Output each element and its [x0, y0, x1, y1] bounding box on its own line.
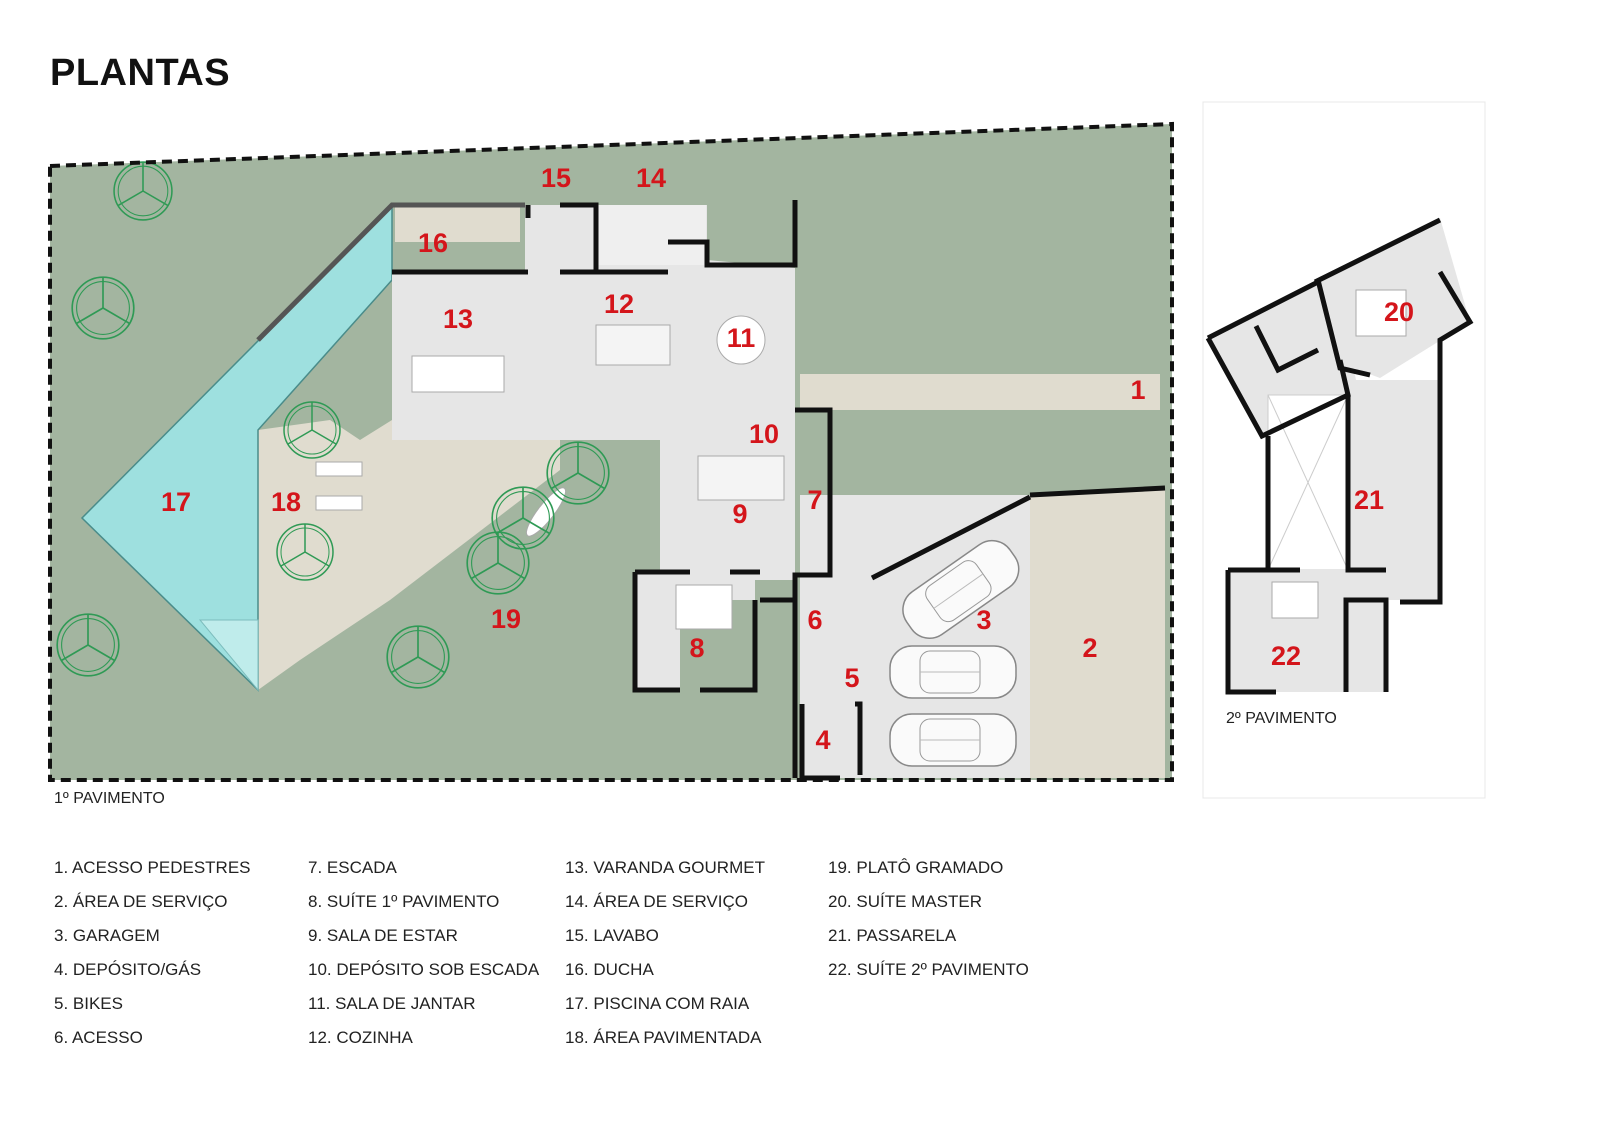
legend-item: 14. ÁREA DE SERVIÇO — [565, 892, 748, 911]
pool-deck — [258, 272, 560, 690]
room-label-18: 18 — [271, 487, 301, 517]
floor2-room-labels: 20 21 22 — [1271, 297, 1414, 671]
pedestrian-path — [800, 374, 1160, 410]
legend-item: 2. ÁREA DE SERVIÇO — [54, 892, 228, 911]
legend-item: 10. DEPÓSITO SOB ESCADA — [308, 960, 540, 979]
legend-item: 9. SALA DE ESTAR — [308, 926, 458, 945]
room-label-21: 21 — [1354, 485, 1384, 515]
room-label-5: 5 — [844, 663, 859, 693]
legend-item: 11. SALA DE JANTAR — [308, 994, 476, 1013]
car-2 — [889, 645, 1017, 699]
room-label-13: 13 — [443, 304, 473, 334]
legend-item: 1. ACESSO PEDESTRES — [54, 858, 251, 877]
legend-item: 3. GARAGEM — [54, 926, 160, 945]
floor2-bed-2 — [1271, 581, 1319, 619]
walls-floor2 — [1205, 217, 1474, 695]
legend-item: 13. VARANDA GOURMET — [565, 858, 765, 877]
legend-item: 7. ESCADA — [308, 858, 397, 877]
legend-column-2: 7. ESCADA 8. SUÍTE 1º PAVIMENTO 9. SALA … — [308, 858, 539, 1062]
kitchen-island — [595, 324, 671, 366]
legend-item: 17. PISCINA COM RAIA — [565, 994, 750, 1013]
room-label-11: 11 — [727, 323, 756, 353]
room-label-1: 1 — [1130, 375, 1145, 405]
room-label-9: 9 — [732, 499, 747, 529]
sofa — [697, 455, 785, 501]
legend-column-1: 1. ACESSO PEDESTRES 2. ÁREA DE SERVIÇO 3… — [54, 858, 251, 1062]
page-title: PLANTAS — [50, 52, 231, 94]
dining-table-gourmet — [411, 355, 505, 393]
room-label-20: 20 — [1384, 297, 1414, 327]
legend-item: 4. DEPÓSITO/GÁS — [54, 960, 202, 979]
legend-item: 21. PASSARELA — [828, 926, 957, 945]
room-label-19: 19 — [491, 604, 521, 634]
car-3 — [889, 713, 1017, 767]
house-interior — [392, 205, 795, 690]
lounger-1 — [315, 461, 363, 477]
legend-item: 5. BIKES — [54, 994, 123, 1013]
floor2-bed — [1355, 289, 1407, 337]
room-label-10: 10 — [749, 419, 779, 449]
room-label-3: 3 — [976, 605, 991, 635]
room-label-16: 16 — [418, 228, 448, 258]
pool — [80, 204, 393, 692]
room-label-15: 15 — [541, 163, 571, 193]
legend-item: 22. SUÍTE 2º PAVIMENTO — [828, 960, 1029, 979]
room-label-14: 14 — [636, 163, 666, 193]
legend-column-4: 19. PLATÔ GRAMADO 20. SUÍTE MASTER 21. P… — [828, 858, 1029, 994]
legend-item: 15. LAVABO — [565, 926, 659, 945]
lounger-2 — [315, 495, 363, 511]
legend-item: 6. ACESSO — [54, 1028, 143, 1047]
floor1-room-labels: 1 2 3 4 5 6 7 8 9 10 11 12 13 14 15 16 1… — [161, 163, 1146, 755]
floor2-caption: 2º PAVIMENTO — [1226, 710, 1337, 727]
canoe — [525, 487, 567, 537]
first-floor-plan: 1 2 3 4 5 6 7 8 9 10 11 12 13 14 15 16 1… — [48, 121, 1174, 782]
room-label-4: 4 — [815, 725, 830, 755]
floor1-caption: 1º PAVIMENTO — [54, 790, 165, 807]
pool-steps — [198, 619, 259, 692]
service-area-paving — [1030, 490, 1165, 778]
room-label-6: 6 — [807, 605, 822, 635]
legend-item: 20. SUÍTE MASTER — [828, 892, 982, 911]
legend-item: 12. COZINHA — [308, 1028, 413, 1047]
room-label-7: 7 — [807, 485, 822, 515]
pool-wall — [256, 202, 525, 342]
lot-boundary — [48, 121, 1174, 782]
room-label-17: 17 — [161, 487, 191, 517]
legend-item: 16. DUCHA — [565, 960, 654, 979]
legend-column-3: 13. VARANDA GOURMET 14. ÁREA DE SERVIÇO … — [565, 858, 765, 1062]
bed-suite-1 — [675, 584, 733, 630]
legend-item: 18. ÁREA PAVIMENTADA — [565, 1028, 762, 1047]
room-label-8: 8 — [689, 633, 704, 663]
legend-item: 8. SUÍTE 1º PAVIMENTO — [308, 892, 500, 911]
dining-table — [716, 315, 766, 365]
room-label-2: 2 — [1082, 633, 1097, 663]
room-label-22: 22 — [1271, 641, 1301, 671]
room-legend: 1. ACESSO PEDESTRES 2. ÁREA DE SERVIÇO 3… — [0, 858, 1600, 1058]
second-floor-plan: 20 21 22 — [1202, 101, 1486, 799]
paved-area — [395, 205, 520, 242]
room-label-12: 12 — [604, 289, 634, 319]
floor2-walkway — [1348, 380, 1438, 600]
legend-item: 19. PLATÔ GRAMADO — [828, 858, 1004, 877]
upper-service-floor — [596, 205, 706, 265]
walls-floor1 — [392, 200, 1166, 781]
